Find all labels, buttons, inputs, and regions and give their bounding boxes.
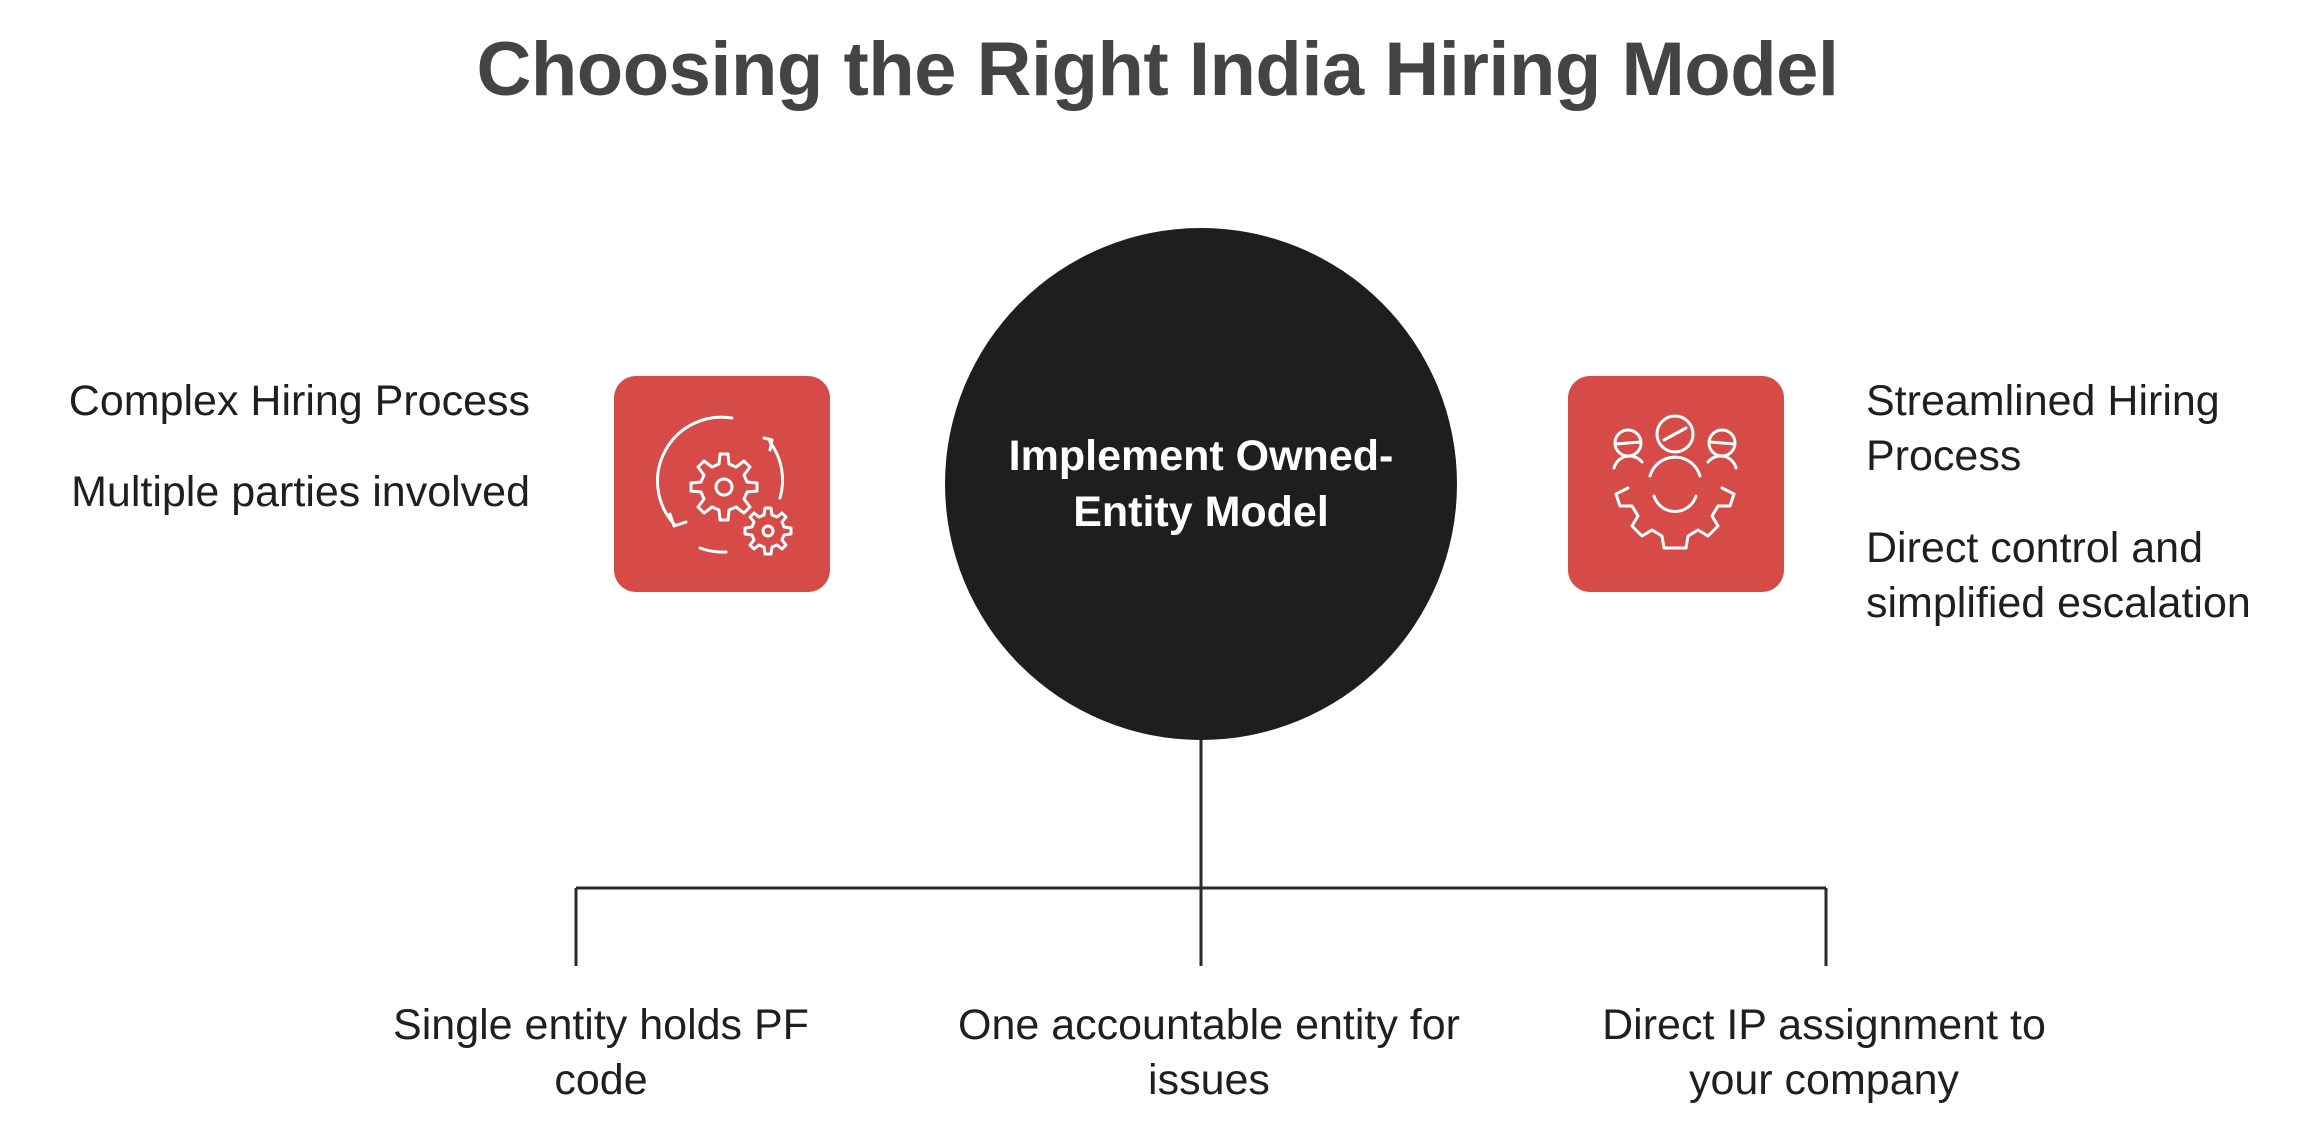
- bottom-item-2: One accountable entity for issues: [958, 1001, 1460, 1104]
- center-hub: Implement Owned-Entity Model: [945, 228, 1457, 740]
- bottom-item-3: Direct IP assignment to your company: [1602, 1001, 2046, 1104]
- right-item-1: Streamlined Hiring Process: [1866, 377, 2220, 480]
- bottom-item-1: Single entity holds PF code: [393, 1001, 809, 1104]
- page-title: Choosing the Right India Hiring Model: [476, 27, 1839, 112]
- center-hub-label: Implement Owned-Entity Model: [1008, 432, 1394, 536]
- left-item-2: Multiple parties involved: [71, 468, 530, 516]
- right-item-2: Direct control and simplified escalation: [1866, 524, 2251, 627]
- team-gear-icon: [1568, 376, 1784, 592]
- left-item-1: Complex Hiring Process: [68, 377, 530, 425]
- gears-cycle-icon: [614, 376, 830, 592]
